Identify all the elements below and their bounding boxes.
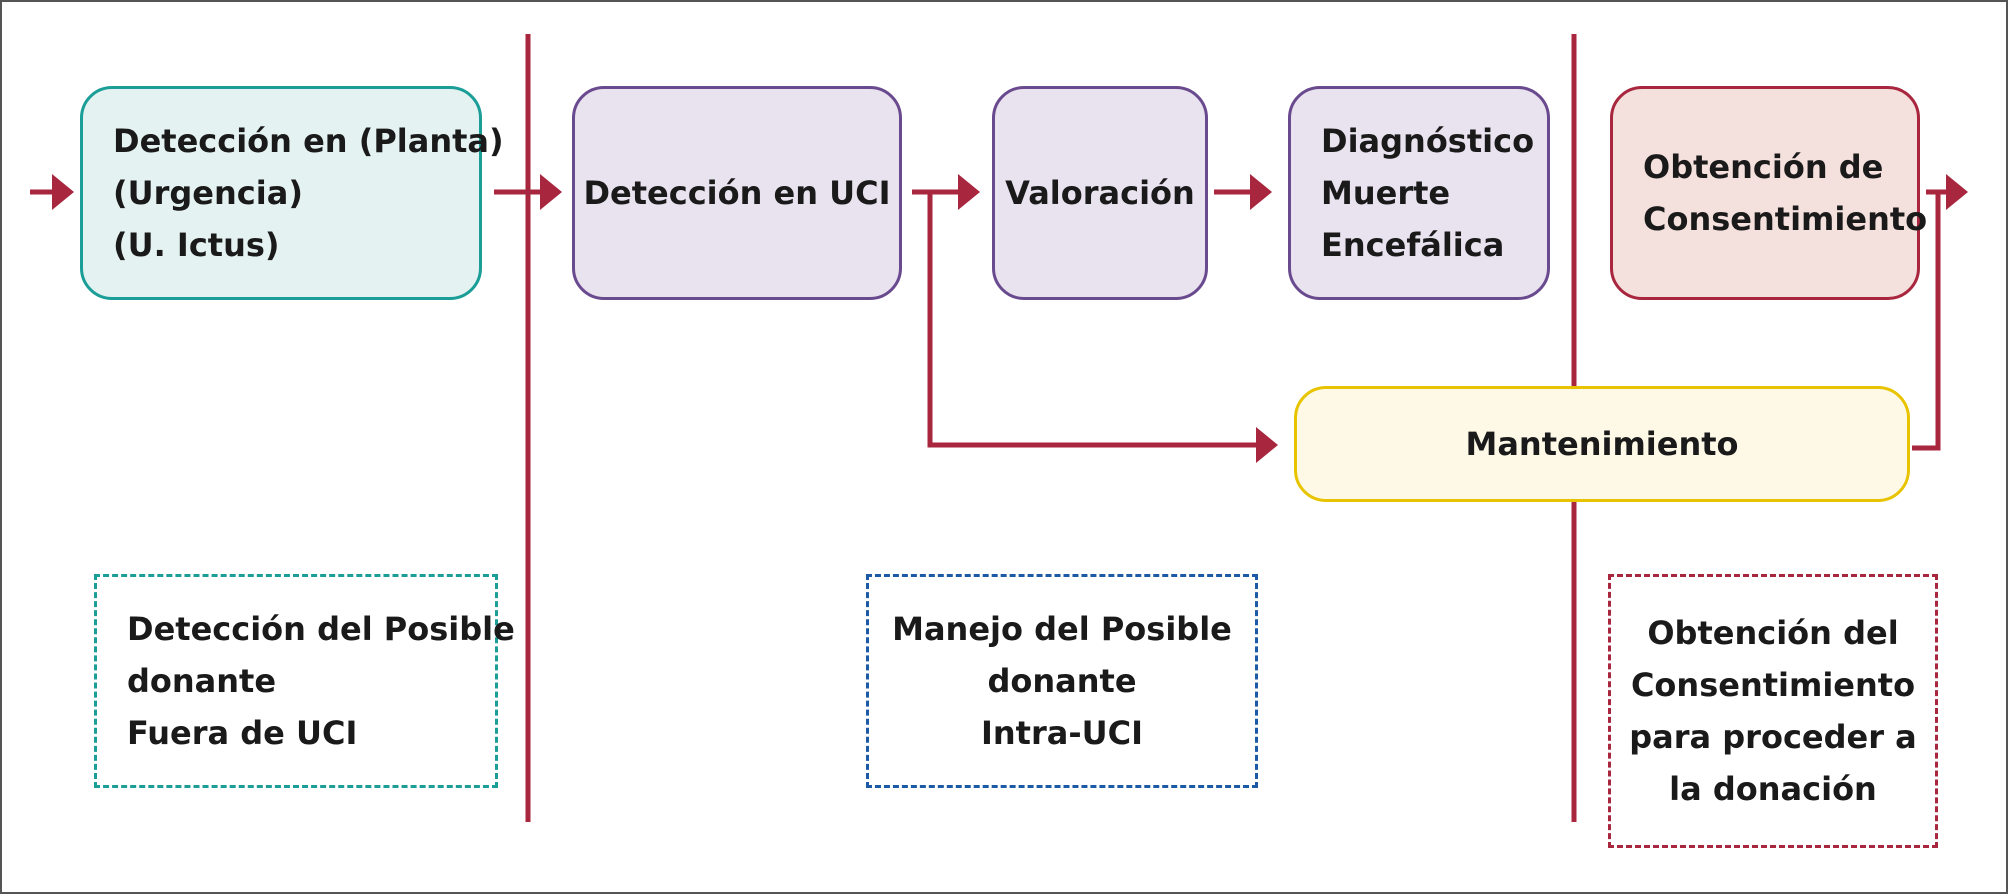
node-deteccion-fuera-uci: Detección en (Planta) (Urgencia) (U. Ict…: [80, 86, 504, 300]
arrow-valoracion-to-diagnostico: [1214, 174, 1272, 210]
arrow-fuera-to-uci: [494, 174, 562, 210]
node-line: Consentimiento: [1643, 200, 1928, 238]
node-obtencion-consentimiento: Obtención de Consentimiento: [1610, 86, 1928, 300]
node-line: (Urgencia): [113, 174, 303, 212]
arrow-mantenimiento-to-exit: [1912, 192, 1941, 451]
phase-line: Consentimiento: [1630, 666, 1916, 704]
node-line: Obtención de: [1643, 148, 1884, 186]
phase-line: Obtención del: [1647, 614, 1899, 652]
phase-line: Detección del Posible: [127, 610, 515, 648]
phase-line: donante: [987, 662, 1137, 700]
node-line: Detección en UCI: [583, 174, 891, 212]
node-mantenimiento: Mantenimiento: [1294, 386, 1910, 502]
node-line: Diagnóstico: [1321, 122, 1535, 160]
node-line: Detección en (Planta): [113, 122, 504, 160]
node-line: Muerte: [1321, 174, 1451, 212]
phase-line: para proceder a: [1629, 718, 1917, 756]
phase-intra-uci: Manejo del Posible donante Intra-UCI: [866, 574, 1258, 788]
phase-line: Manejo del Posible: [892, 610, 1232, 648]
arrow-entry: [30, 174, 74, 210]
node-diagnostico-muerte-encefalica: Diagnóstico Muerte Encefálica: [1288, 86, 1550, 300]
node-line: Mantenimiento: [1465, 425, 1739, 463]
node-line: Encefálica: [1321, 226, 1505, 264]
node-valoracion: Valoración: [992, 86, 1208, 300]
node-line: Valoración: [1005, 174, 1195, 212]
arrow-uci-to-valoracion: [912, 174, 980, 210]
phase-line: Intra-UCI: [980, 714, 1143, 752]
phase-consentimiento: Obtención del Consentimiento para proced…: [1608, 574, 1938, 848]
arrow-exit: [1926, 174, 1968, 210]
arrow-uci-to-mantenimiento: [927, 192, 1278, 463]
phase-fuera-uci: Detección del Posible donante Fuera de U…: [94, 574, 515, 788]
node-line: (U. Ictus): [113, 226, 280, 264]
phase-line: Fuera de UCI: [127, 714, 358, 752]
phase-line: la donación: [1669, 770, 1877, 808]
node-deteccion-uci: Detección en UCI: [572, 86, 902, 300]
phase-line: donante: [127, 662, 277, 700]
